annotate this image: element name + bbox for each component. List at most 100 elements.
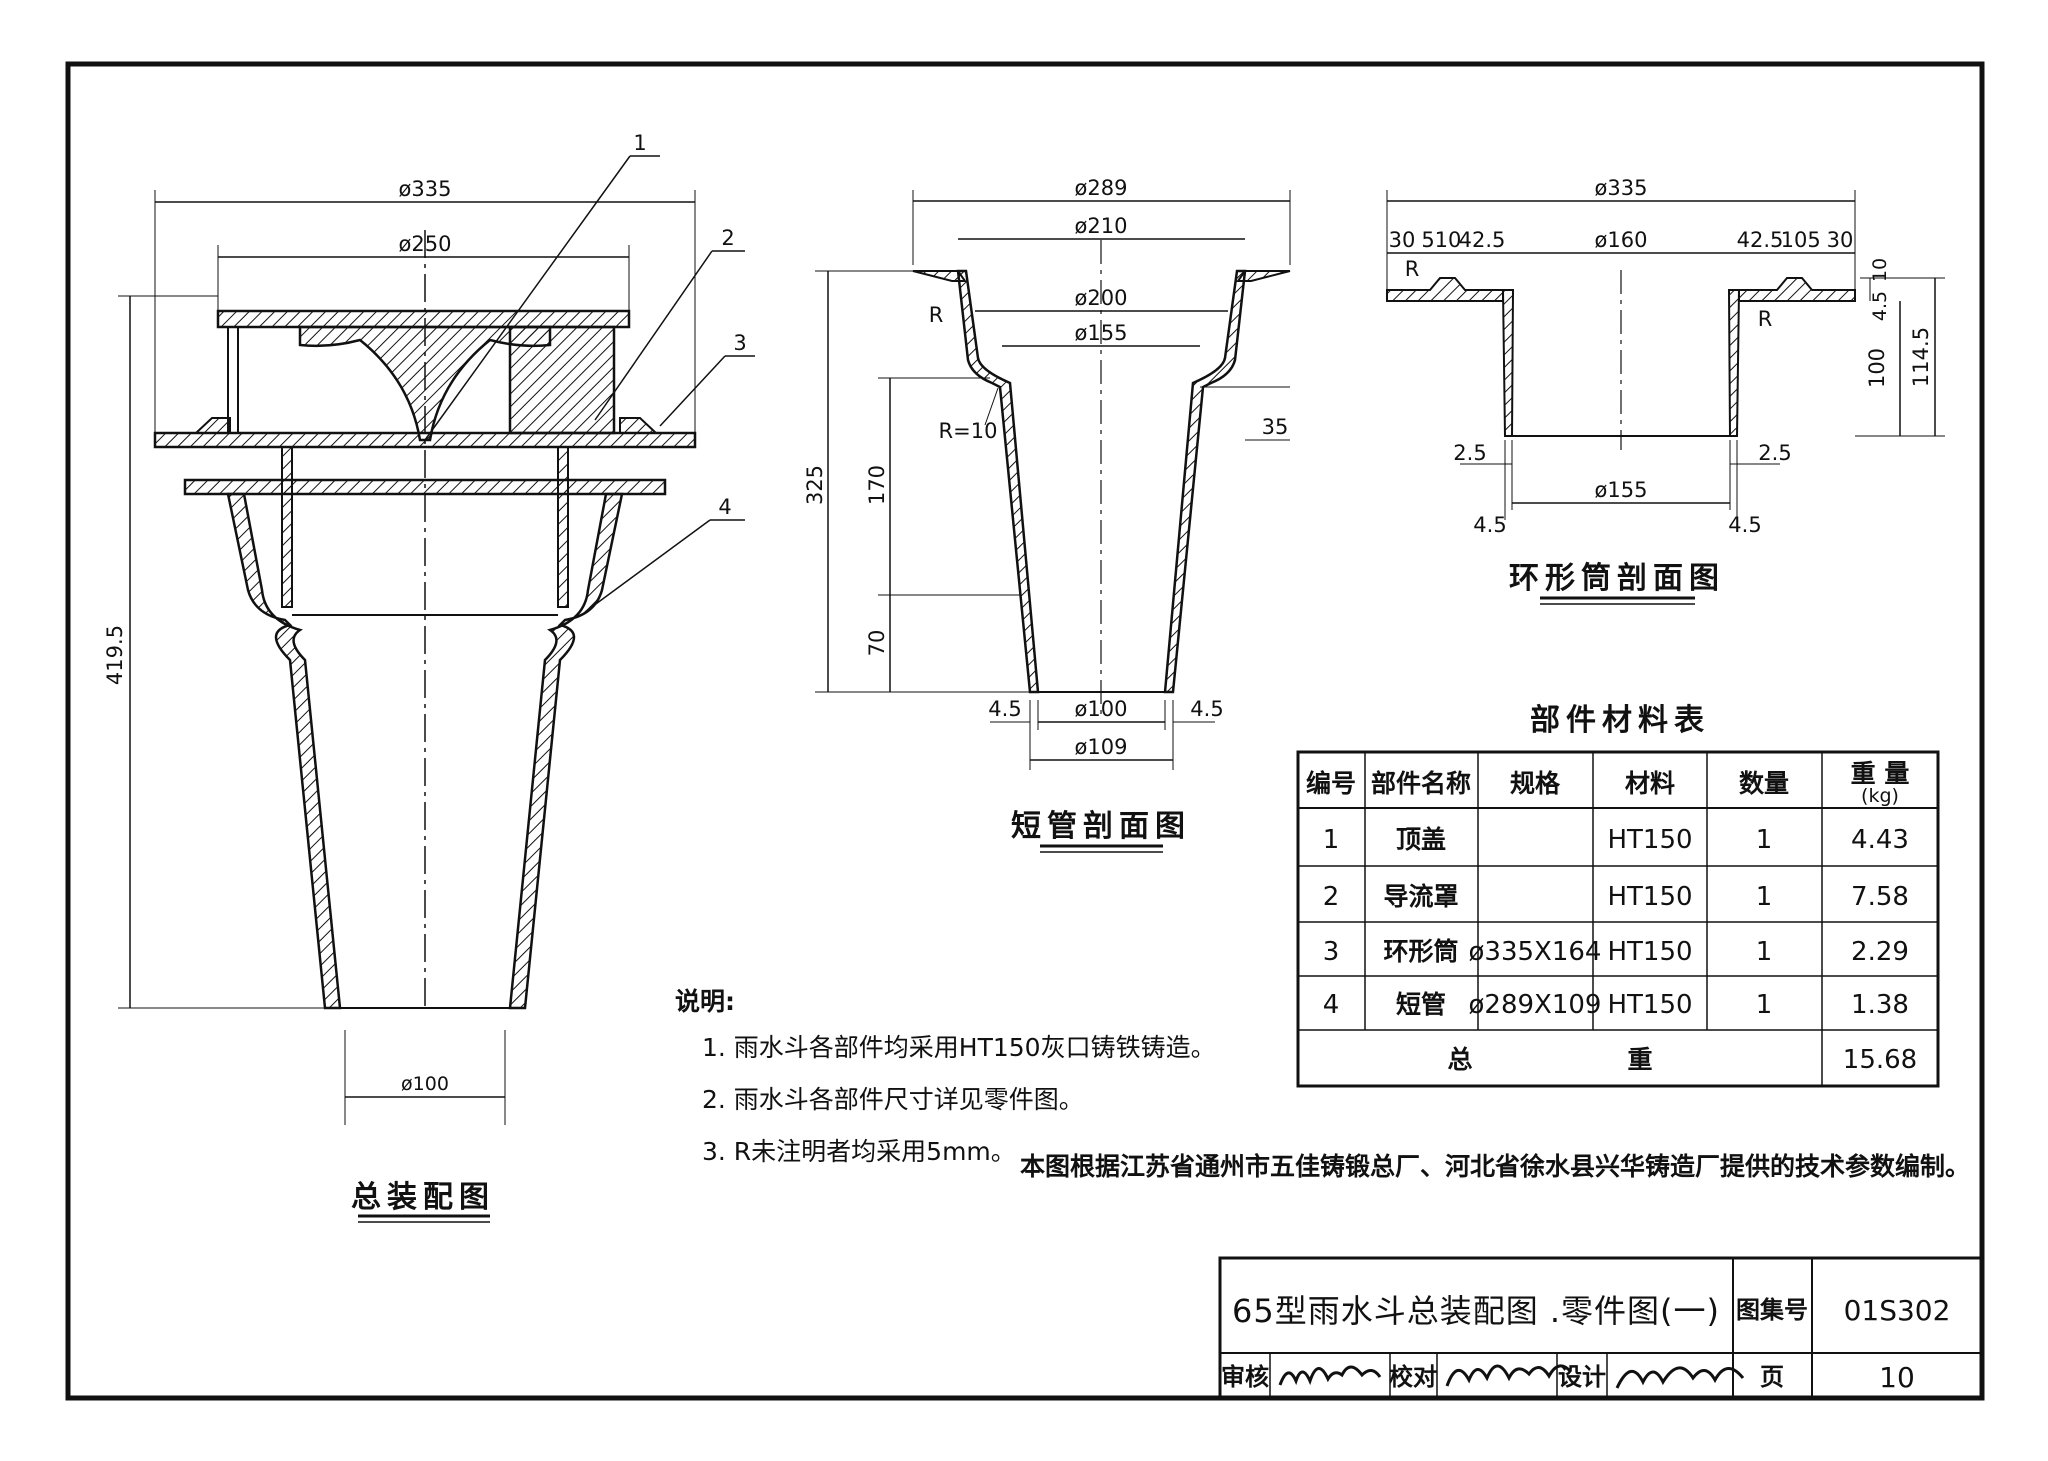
dim-phi250: ø250 xyxy=(399,232,452,256)
dim-5-right: 5 xyxy=(1807,228,1820,252)
notes: 说明: 1. 雨水斗各部件均采用HT150灰口铸铁铸造。 2. 雨水斗各部件尺寸… xyxy=(675,987,1216,1166)
material-table: 部件材料表 编号 部件名称 规格 材料 数量 重 量 (kg) 1 顶盖 HT1… xyxy=(1296,703,1940,1088)
row4-spec: ø289X109 xyxy=(1469,990,1602,1020)
dim-30-left: 30 xyxy=(1389,228,1416,252)
col-header-name: 部件名称 xyxy=(1371,769,1471,798)
page-label: 页 xyxy=(1760,1363,1784,1391)
dim-114-5-vert: 114.5 xyxy=(1909,327,1933,387)
label-r-ring-left: R xyxy=(1405,257,1420,281)
dim-phi335-ring: ø335 xyxy=(1595,176,1648,200)
title-block: 65型雨水斗总装配图 .零件图(一) 图集号 01S302 审核 校对 设计 页… xyxy=(1218,1256,1984,1400)
col-header-weight-unit: (kg) xyxy=(1861,785,1899,807)
dim-phi100-assembly: ø100 xyxy=(401,1073,449,1095)
dim-height-325: 325 xyxy=(803,465,827,505)
dim-height-70: 70 xyxy=(865,630,889,657)
note-2: 2. 雨水斗各部件尺寸详见零件图。 xyxy=(702,1085,1084,1114)
dim-10-vert: 10 xyxy=(1869,258,1891,282)
note-1: 1. 雨水斗各部件均采用HT150灰口铸铁铸造。 xyxy=(702,1033,1216,1062)
row3-name: 环形筒 xyxy=(1383,937,1458,966)
label-r-ring-right: R xyxy=(1758,307,1773,331)
row2-qty: 1 xyxy=(1756,882,1773,912)
row1-name: 顶盖 xyxy=(1396,825,1446,854)
review-label: 审核 xyxy=(1221,1363,1269,1391)
total-label-right: 重 xyxy=(1627,1045,1652,1074)
dim-4-5-right-short: 4.5 xyxy=(1190,697,1223,721)
dim-phi160: ø160 xyxy=(1595,228,1648,252)
row1-material: HT150 xyxy=(1607,825,1692,855)
dim-phi210: ø210 xyxy=(1075,214,1128,238)
dim-phi155-ring: ø155 xyxy=(1595,478,1648,502)
row4-name: 短管 xyxy=(1396,990,1446,1019)
page-value: 10 xyxy=(1879,1361,1915,1394)
dim-4-5-left-ring: 4.5 xyxy=(1473,513,1506,537)
callout-1: 1 xyxy=(633,131,646,155)
dim-2-5-right: 2.5 xyxy=(1758,441,1791,465)
row1-no: 1 xyxy=(1323,825,1340,855)
row3-material: HT150 xyxy=(1607,937,1692,967)
note-3: 3. R未注明者均采用5mm。 xyxy=(702,1137,1016,1166)
dim-5-left: 5 xyxy=(1421,228,1434,252)
row1-qty: 1 xyxy=(1756,825,1773,855)
callout-3: 3 xyxy=(733,331,746,355)
dim-height-419-5: 419.5 xyxy=(103,625,127,685)
assembly-title: 总装配图 xyxy=(351,1180,495,1215)
short-pipe-title: 短管剖面图 xyxy=(1011,809,1191,844)
signature-designer xyxy=(1615,1366,1745,1389)
row3-qty: 1 xyxy=(1756,937,1773,967)
dim-4-5-left-short: 4.5 xyxy=(988,697,1021,721)
dim-phi289: ø289 xyxy=(1075,176,1128,200)
atlas-no-value: 01S302 xyxy=(1844,1294,1951,1327)
dim-phi200: ø200 xyxy=(1075,286,1128,310)
row4-weight: 1.38 xyxy=(1851,990,1909,1020)
atlas-no-label: 图集号 xyxy=(1736,1296,1808,1324)
row4-qty: 1 xyxy=(1756,990,1773,1020)
col-header-weight: 重 量 xyxy=(1851,759,1910,788)
row3-spec: ø335X164 xyxy=(1469,937,1602,967)
signature-checker xyxy=(1445,1364,1573,1387)
row3-no: 3 xyxy=(1323,937,1340,967)
dim-4-5-vert: 4.5 xyxy=(1869,291,1891,321)
dim-10-left: 10 xyxy=(1435,228,1462,252)
dim-42-5-left: 42.5 xyxy=(1459,228,1506,252)
signature-reviewer xyxy=(1278,1365,1382,1386)
notes-heading: 说明: xyxy=(675,987,735,1016)
dim-phi155-short: ø155 xyxy=(1075,321,1128,345)
material-table-title: 部件材料表 xyxy=(1530,703,1710,738)
assembly-drawing: ø335 ø250 419.5 ø100 1 2 3 4 总装配图 xyxy=(103,131,755,1223)
col-header-no: 编号 xyxy=(1306,769,1356,798)
dim-2-5-left: 2.5 xyxy=(1453,441,1486,465)
dim-30-right: 30 xyxy=(1827,228,1854,252)
callout-2: 2 xyxy=(721,226,734,250)
label-r10: R=10 xyxy=(939,419,998,443)
dim-height-170: 170 xyxy=(865,465,889,505)
col-header-qty: 数量 xyxy=(1739,769,1789,798)
source-note: 本图根据江苏省通州市五佳铸锻总厂、河北省徐水县兴华铸造厂提供的技术参数编制。 xyxy=(1020,1152,1970,1181)
col-header-spec: 规格 xyxy=(1510,769,1561,798)
ring-sleeve-title: 环形筒剖面图 xyxy=(1509,561,1725,596)
row2-material: HT150 xyxy=(1607,882,1692,912)
label-r-short: R xyxy=(929,303,944,327)
callout-4: 4 xyxy=(718,495,731,519)
dim-4-5-right-ring: 4.5 xyxy=(1728,513,1761,537)
dim-phi335-assembly: ø335 xyxy=(399,177,452,201)
dim-phi100-short: ø100 xyxy=(1075,697,1128,721)
row1-weight: 4.43 xyxy=(1851,825,1909,855)
check-label: 校对 xyxy=(1389,1363,1437,1391)
row3-weight: 2.29 xyxy=(1851,937,1909,967)
col-header-material: 材料 xyxy=(1625,769,1675,798)
dim-35: 35 xyxy=(1262,415,1289,439)
row2-no: 2 xyxy=(1323,882,1340,912)
short-pipe-section: ø289 ø210 ø200 ø155 325 170 70 35 R R=10… xyxy=(803,176,1291,853)
dim-phi109: ø109 xyxy=(1075,735,1128,759)
total-weight: 15.68 xyxy=(1843,1045,1917,1075)
row4-material: HT150 xyxy=(1607,990,1692,1020)
dim-10-right: 10 xyxy=(1781,228,1808,252)
drawing-title: 65型雨水斗总装配图 .零件图(一) xyxy=(1232,1292,1720,1330)
sheet-border xyxy=(65,61,1985,1401)
dim-100-vert: 100 xyxy=(1865,348,1889,388)
total-label-left: 总 xyxy=(1447,1045,1472,1074)
row2-name: 导流罩 xyxy=(1383,882,1458,911)
ring-sleeve-section: ø335 30 5 10 42.5 ø160 42.5 10 5 30 R R … xyxy=(1386,176,1945,605)
